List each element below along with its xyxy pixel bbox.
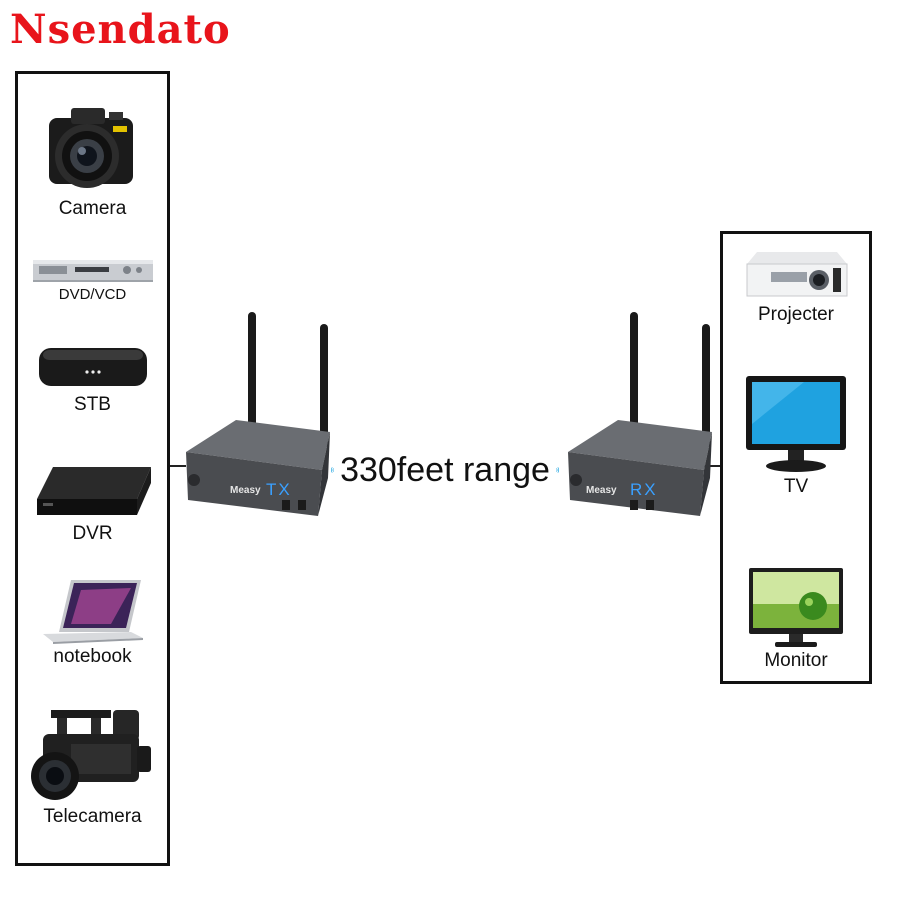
signal-wave-left-icon: [331, 467, 334, 473]
display-label: TV: [783, 476, 809, 497]
display-label: Projecter: [757, 304, 835, 325]
tv-icon: [746, 376, 846, 472]
video-camera-icon: [30, 710, 151, 800]
signal-wave-right-icon: [556, 467, 559, 473]
brand-logo: Nsendato: [10, 6, 231, 53]
transmitter-unit: Measy TX: [178, 310, 338, 530]
display-item-tv: TV: [723, 374, 869, 498]
display-connector-line: [702, 465, 720, 467]
receiver-device-icon: [568, 312, 712, 516]
transmitter-device-icon: [186, 312, 330, 516]
display-label: Monitor: [764, 650, 828, 671]
transmitter-code-label: TX: [266, 480, 292, 499]
source-item-dvd-vcd: DVD/VCD: [18, 252, 167, 303]
dvd-player-icon: [32, 260, 153, 282]
source-label: notebook: [53, 646, 132, 667]
source-label: Camera: [58, 198, 127, 219]
display-item-monitor: Monitor: [723, 566, 869, 672]
receiver-brand-label: Measy: [586, 485, 617, 496]
receiver-code-label: RX: [630, 480, 658, 499]
source-item-telecamera: Telecamera: [18, 706, 167, 828]
set-top-box-icon: [38, 348, 147, 386]
transmitter-brand-label: Measy: [230, 485, 261, 496]
source-item-camera: Camera: [18, 94, 167, 220]
notebook-icon: [42, 580, 143, 644]
source-devices-panel: Camera DVD/VCD STB DVR: [15, 71, 170, 866]
receiver-unit: Measy RX: [560, 310, 720, 530]
source-label: DVD/VCD: [58, 286, 127, 303]
camera-icon: [48, 108, 133, 188]
source-connector-line: [170, 465, 186, 467]
source-label: STB: [74, 394, 111, 415]
range-indicator: 330feet range: [330, 450, 560, 490]
source-item-stb: STB: [18, 342, 167, 416]
monitor-icon: [749, 568, 843, 647]
range-text: 330feet range: [340, 450, 550, 489]
source-item-notebook: notebook: [18, 578, 167, 668]
source-label: DVR: [72, 523, 113, 544]
display-devices-panel: Projecter TV Monitor: [720, 231, 872, 684]
source-item-dvr: DVR: [18, 459, 167, 545]
display-item-projector: Projecter: [723, 246, 869, 326]
dvr-icon: [36, 467, 151, 515]
projector-icon: [746, 252, 848, 297]
source-label: Telecamera: [43, 806, 142, 827]
